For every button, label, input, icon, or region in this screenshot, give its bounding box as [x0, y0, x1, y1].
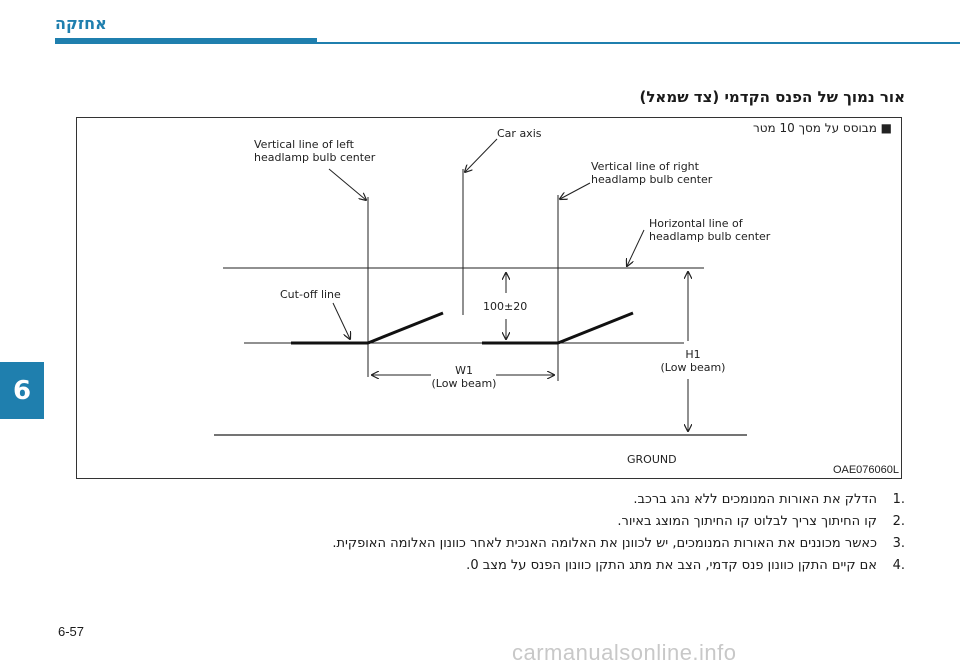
h1-label-line2: (Low beam): [660, 361, 726, 374]
h1-label: H1 (Low beam): [660, 348, 726, 374]
cutoff-label: Cut-off line: [280, 288, 341, 301]
header-rule-thin: [317, 42, 960, 44]
step-number: .1: [892, 492, 905, 507]
horizontal-line-label: Horizontal line of headlamp bulb center: [649, 217, 770, 243]
cutoff-pointer: [332, 302, 350, 339]
watermark: carmanualsonline.info: [512, 640, 737, 665]
w1-label-line1: W1: [455, 364, 473, 377]
height-value-label: 100±20: [483, 300, 528, 313]
horizontal-line-label-line1: Horizontal line of: [649, 217, 743, 230]
right-bulb-label-line2: headlamp bulb center: [591, 173, 713, 186]
left-bulb-label-line2: headlamp bulb center: [254, 151, 376, 164]
left-bulb-pointer: [328, 168, 366, 200]
ground-label: GROUND: [627, 453, 677, 466]
header-rule-thick: [55, 38, 317, 44]
section-title: אור נמוך של הפנס הקדמי (צד שמאל): [639, 88, 906, 106]
headlamp-aim-figure: ■ מבוסס על מסך 10 מטר Vertical line of l…: [76, 117, 902, 479]
left-bulb-label-line1: Vertical line of left: [254, 138, 354, 151]
step-text: קו החיתוך צריך לבלוט קו החיתוך המוצג באי…: [617, 514, 877, 529]
horizontal-pointer: [627, 229, 645, 266]
car-axis-label: Car axis: [497, 127, 542, 140]
horizontal-line-label-line2: headlamp bulb center: [649, 230, 771, 243]
step-item: .3 כאשר מכוננים את האורות המנומכים, יש ל…: [205, 536, 905, 558]
step-text: כאשר מכוננים את האורות המנומכים, יש לכוו…: [332, 536, 877, 551]
figure-subtitle: ■ מבוסס על מסך 10 מטר: [752, 121, 892, 135]
figure-code: OAE076060L: [832, 464, 899, 476]
chapter-header-label: אחזקה: [55, 14, 107, 33]
step-text: הדלק את האורות המנומכים ללא נהג ברכב.: [633, 492, 877, 507]
right-bulb-label: Vertical line of right headlamp bulb cen…: [591, 160, 712, 186]
figure-drawing: [76, 117, 902, 479]
step-number: .2: [892, 514, 905, 529]
step-text: אם קיים התקן כוונון פנס קדמי, הצב את מתג…: [466, 558, 877, 573]
left-beam-kink: [367, 311, 444, 345]
step-number: .3: [892, 536, 905, 551]
step-item: .1 הדלק את האורות המנומכים ללא נהג ברכב.: [205, 492, 905, 514]
step-number: .4: [892, 558, 905, 573]
w1-label-line2: (Low beam): [431, 377, 497, 390]
chapter-side-tab[interactable]: 6: [0, 362, 44, 419]
car-axis-pointer: [465, 138, 498, 172]
figure-frame: [76, 117, 902, 479]
left-bulb-label: Vertical line of left headlamp bulb cent…: [254, 138, 375, 164]
page-number: 6-57: [58, 624, 85, 639]
h1-label-line1: H1: [685, 348, 701, 361]
right-bulb-label-line1: Vertical line of right: [591, 160, 699, 173]
instruction-steps: .1 הדלק את האורות המנומכים ללא נהג ברכב.…: [205, 492, 905, 580]
step-item: .4 אם קיים התקן כוונון פנס קדמי, הצב את …: [205, 558, 905, 580]
right-bulb-pointer: [560, 182, 591, 199]
w1-label: W1 (Low beam): [431, 364, 497, 390]
step-item: .2 קו החיתוך צריך לבלוט קו החיתוך המוצג …: [205, 514, 905, 536]
right-beam-kink: [557, 311, 634, 345]
